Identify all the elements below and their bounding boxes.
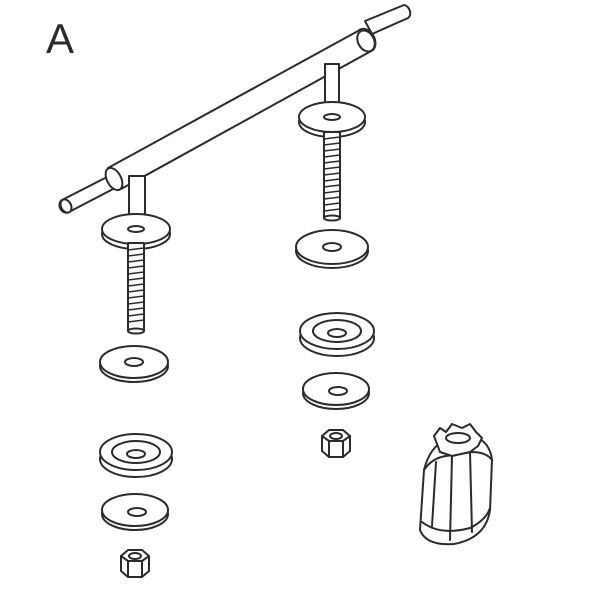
washer-rubber-left [101, 493, 169, 531]
figure-label: A [46, 15, 75, 62]
bolt-left [101, 175, 171, 335]
hex-nut-right [321, 429, 351, 458]
washer-cup-right [299, 312, 375, 357]
washer-flat-left [99, 345, 169, 383]
hex-nut-left [120, 549, 150, 578]
cap-nut-tool [419, 423, 493, 546]
bolt-right [298, 63, 366, 222]
rod [58, 4, 412, 214]
washer-rubber-right [302, 372, 370, 410]
washer-cup-left [99, 433, 173, 478]
washer-flat-right [295, 229, 369, 269]
